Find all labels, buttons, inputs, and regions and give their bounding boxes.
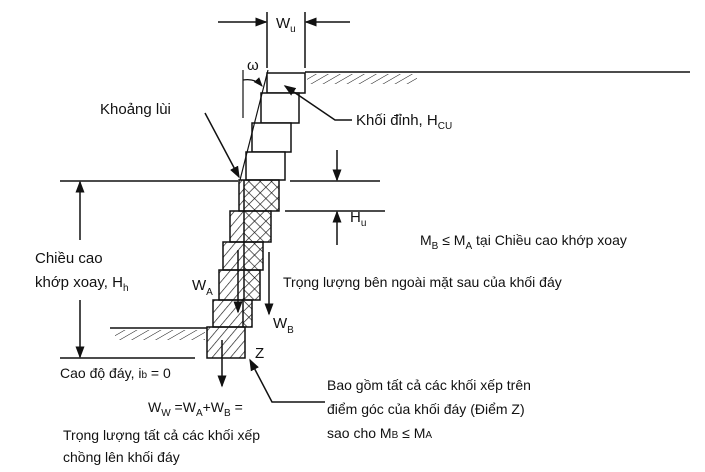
setback-leader: [204, 112, 240, 179]
block-2: [260, 92, 300, 124]
block-6: [229, 210, 272, 243]
include-label-3: sao cho MB ≤ MA: [327, 425, 432, 441]
bottom-soil-hatch: [115, 330, 205, 340]
z-label: Z: [255, 345, 264, 362]
ww-equation: WW =WA+WB =: [148, 399, 243, 419]
hinge-height-label-2: khớp xoay, Hh: [35, 274, 129, 294]
total-weight-label-2: chồng lên khối đáy: [63, 449, 180, 465]
block-5: [238, 179, 280, 212]
wb-label: WB: [273, 315, 294, 336]
external-weight-label: Trọng lượng bên ngoài mặt sau của khối đ…: [283, 274, 562, 290]
z-leader: [249, 358, 325, 403]
include-label-1: Bao gồm tất cả các khối xếp trên: [327, 377, 531, 393]
include-label-2: điểm góc của khối đáy (Điểm Z): [327, 401, 525, 417]
wa-label: WA: [192, 277, 213, 298]
hinge-height-label-1: Chiều cao: [35, 250, 103, 267]
base-block: [206, 326, 246, 359]
cap-unit-label: Khối đỉnh, HCU: [356, 112, 452, 132]
condition-label: MB ≤ MA tại Chiều cao khớp xoay: [420, 232, 627, 252]
block-8: [218, 269, 261, 301]
top-soil-hatch: [307, 74, 417, 84]
omega-arc: [242, 77, 263, 87]
block-4: [245, 151, 286, 181]
base-elevation-label: Cao độ đáy, ib = 0: [60, 365, 171, 381]
omega-label: ω: [247, 57, 259, 74]
block-3: [251, 122, 292, 153]
block-7: [222, 241, 264, 271]
hu-label: Hu: [350, 209, 366, 229]
block-9: [212, 299, 253, 328]
setback-label: Khoảng lùi: [100, 101, 171, 118]
cap-leader: [283, 85, 352, 121]
cap-block: [266, 72, 306, 94]
total-weight-label-1: Trọng lượng tất cả các khối xếp: [63, 427, 260, 443]
batter-line: [239, 69, 269, 181]
wu-label: Wu: [276, 15, 296, 35]
